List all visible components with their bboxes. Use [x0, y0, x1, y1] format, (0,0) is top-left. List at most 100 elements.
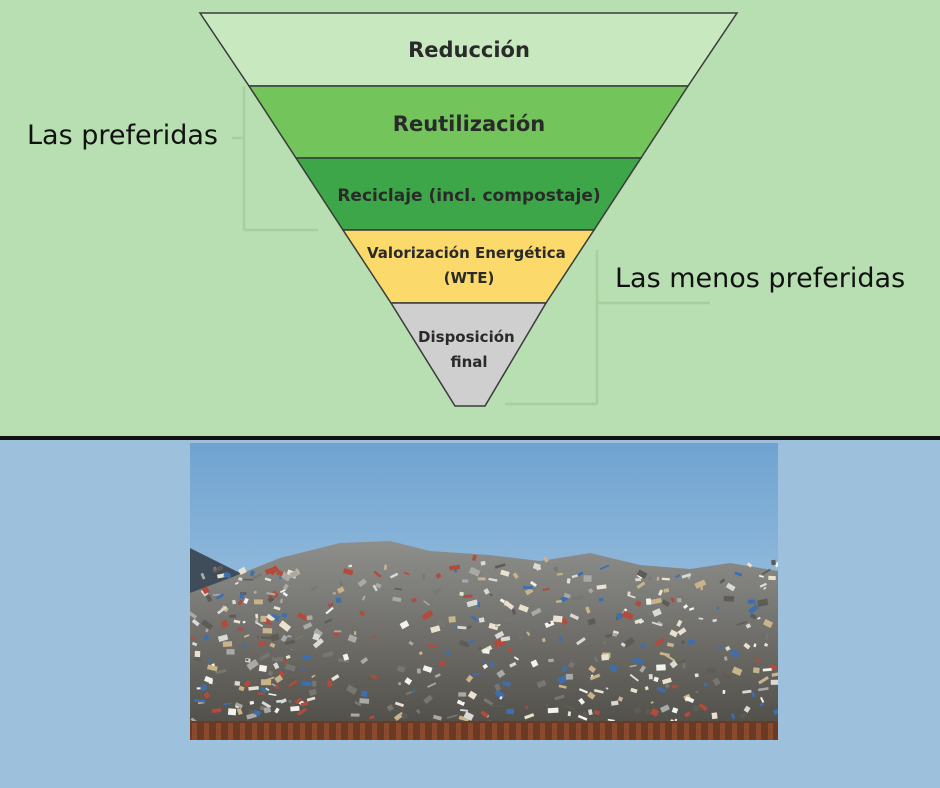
scrap-fragment [513, 656, 519, 661]
scrap-fragment [227, 708, 237, 716]
scrap-fragment [267, 670, 274, 676]
fence-post [324, 723, 329, 740]
scrap-fragment [302, 655, 313, 660]
scrap-fragment [500, 569, 510, 577]
scrap-fragment [276, 569, 284, 577]
scrap-fragment [505, 616, 514, 622]
scrap-fragment [312, 638, 324, 649]
scrap-fragment [488, 577, 498, 582]
scrap-fragment [274, 674, 284, 684]
scrap-fragment [687, 639, 696, 645]
scrap-fragment [252, 573, 262, 580]
scrap-fragment [234, 702, 243, 709]
scrap-fragment [692, 705, 700, 712]
scrap-fragment [322, 650, 334, 658]
scrap-fragment [280, 589, 286, 594]
scrap-fragment [255, 613, 259, 619]
scrap-fragment [243, 634, 250, 638]
scrap-fragment [384, 564, 387, 570]
scrap-fragment [193, 657, 202, 662]
fence-post [588, 723, 593, 740]
scrap-fragment [199, 683, 208, 692]
fence-post [576, 723, 581, 740]
scrap-fragment [290, 648, 294, 652]
scrap-fragment [263, 706, 272, 714]
scrap-fragment [480, 710, 489, 718]
scrap-fragment [238, 685, 245, 692]
scrap-fragment [278, 620, 292, 632]
scrap-fragment [280, 598, 283, 604]
scrap-fragment [336, 586, 345, 594]
scrap-fragment [278, 576, 283, 579]
scrap-fragment [427, 643, 438, 648]
scrap-fragment [680, 640, 686, 645]
scrap-fragment [684, 711, 691, 718]
scrap-fragment [483, 649, 490, 655]
scrap-fragment [561, 665, 568, 673]
scrap-fragment [427, 682, 437, 688]
scrap-fragment [627, 591, 631, 596]
scrap-fragment [326, 680, 333, 687]
scrap-fragment [711, 712, 718, 720]
scrap-fragment [194, 650, 201, 658]
scrap-fragment [300, 667, 306, 672]
scrap-fragment [239, 614, 248, 622]
scrap-fragment [294, 697, 303, 705]
scrap-fragment [253, 590, 258, 595]
scrap-fragment [650, 701, 654, 705]
scrap-fragment [558, 636, 563, 643]
scrap-fragment [593, 656, 599, 663]
scrap-fragment [265, 687, 270, 692]
scrap-fragment [463, 594, 473, 599]
scrap-fragment [301, 681, 312, 687]
least-preferred-bracket [505, 250, 710, 406]
scrap-fragment [416, 668, 421, 674]
scrap-fragment [274, 685, 279, 689]
scrap-fragment [191, 641, 198, 647]
scrap-fragment [342, 653, 350, 661]
fence-post [744, 723, 749, 740]
scrap-fragment [563, 592, 571, 599]
scrap-fragment [237, 599, 244, 606]
fence-post [276, 723, 281, 740]
scrap-fragment [403, 571, 410, 576]
fence-post [504, 723, 509, 740]
scrap-fragment [404, 677, 413, 686]
scrap-fragment [203, 691, 211, 699]
scrap-fragment [466, 599, 479, 608]
scrap-fragment [353, 631, 357, 635]
scrap-fragment [556, 572, 563, 576]
scrap-fragment [217, 605, 228, 615]
scrap-fragment [748, 604, 759, 615]
scrap-fragment [610, 700, 619, 706]
fence-post [720, 723, 725, 740]
scrap-fragment [518, 604, 529, 613]
scrap-fragment [289, 690, 298, 696]
scrap-fragment [730, 713, 736, 720]
scrap-fragment [190, 611, 198, 620]
scrap-fragment [731, 666, 743, 676]
scrap-fragment [571, 574, 579, 579]
scrap-fragment [762, 668, 772, 672]
scrap-fragment [254, 621, 264, 628]
scrap-fragment [544, 702, 550, 708]
scrap-fragment [575, 637, 586, 646]
fence-post [528, 723, 533, 740]
scrap-fragment [459, 591, 464, 596]
scrap-fragment [394, 701, 405, 708]
scrap-fragment [524, 587, 534, 596]
scrap-fragment [415, 708, 421, 714]
scrap-fragment [212, 565, 224, 574]
scrap-fragment [411, 597, 417, 603]
scrap-fragment [496, 669, 506, 679]
scrap-fragment [721, 672, 732, 680]
scrap-fragment [661, 577, 670, 581]
scrap-fragment [587, 691, 596, 700]
fence-post [636, 723, 641, 740]
scrap-fragment [507, 647, 513, 653]
scrap-fragment [716, 606, 720, 610]
scrap-fragment [354, 700, 362, 707]
scrap-fragment [483, 588, 490, 595]
scrap-fragment [578, 688, 589, 694]
scrap-fragment [560, 617, 568, 626]
